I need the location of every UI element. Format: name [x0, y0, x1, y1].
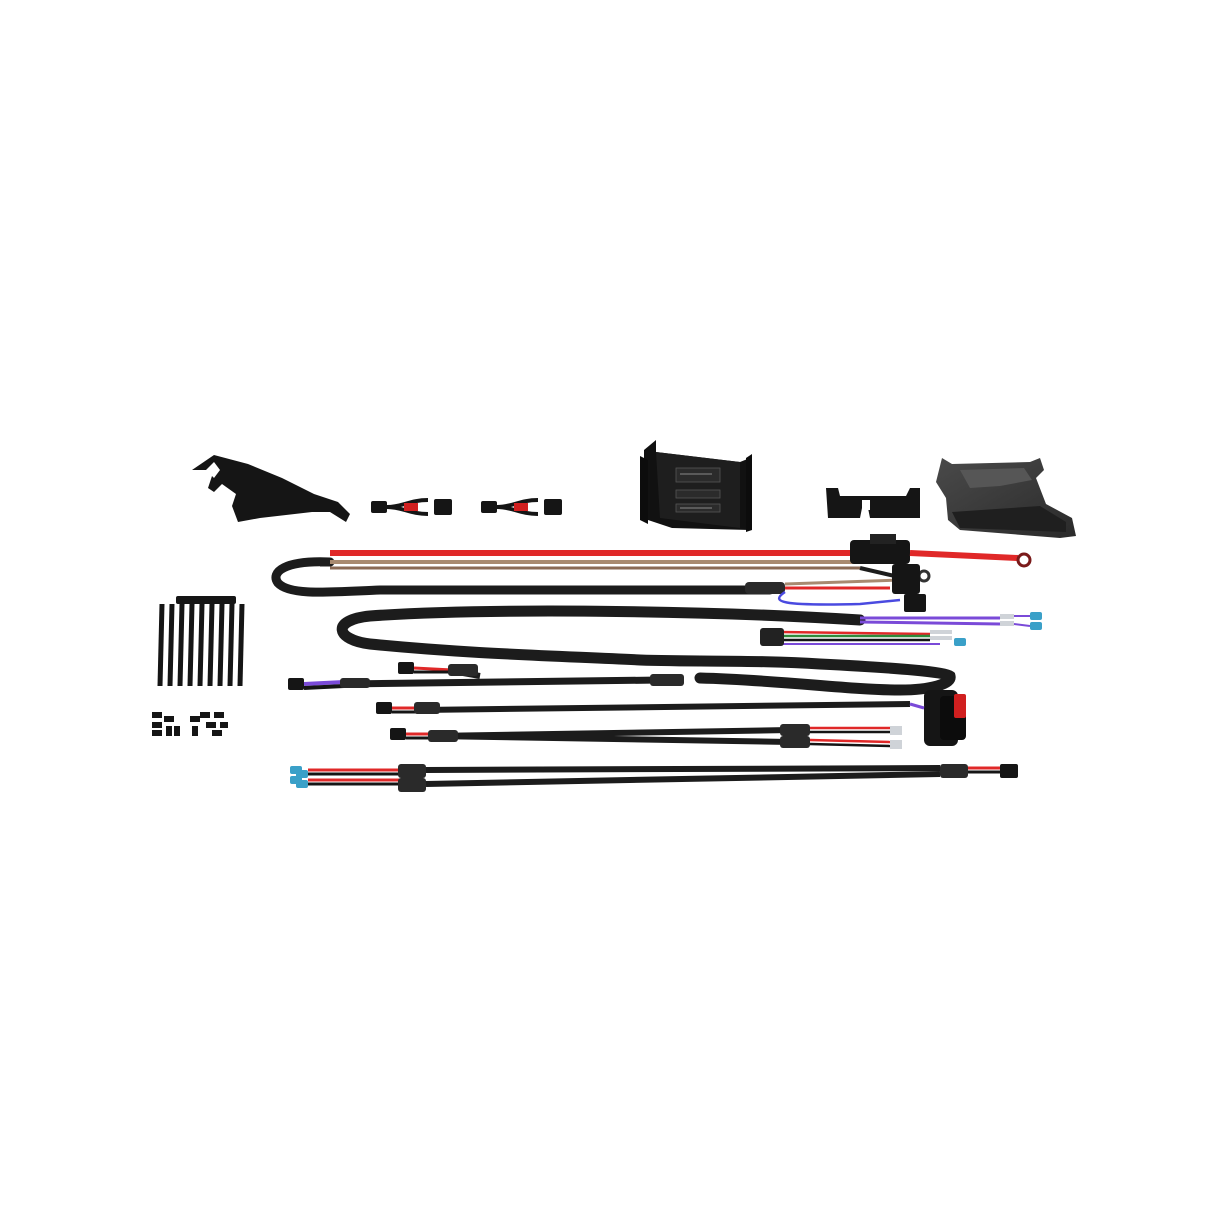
- speaker-harness-2: [390, 724, 902, 749]
- power-cable-harness: [271, 534, 1032, 612]
- amplifier-input-harness: [376, 690, 966, 746]
- y-adapter-harness-1: [371, 498, 452, 516]
- amplifier-heatsink-module: [640, 440, 752, 532]
- speaker-harness-1: [288, 662, 684, 690]
- grey-cover-plate: [936, 458, 1076, 538]
- signal-harness-braided: [336, 605, 1042, 696]
- hardware-fasteners: [152, 712, 228, 736]
- zip-tie-bundle: [157, 596, 245, 687]
- flat-mounting-bracket: [826, 488, 920, 518]
- speaker-harness-3: [290, 764, 1018, 792]
- y-adapter-harness-2: [481, 498, 562, 516]
- left-mounting-bracket: [192, 455, 350, 522]
